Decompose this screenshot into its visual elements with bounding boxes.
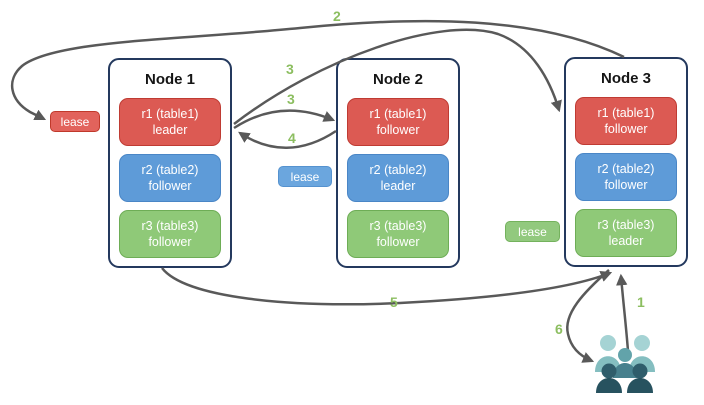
- step-label-4: 4: [288, 130, 296, 146]
- node-2-title: Node 2: [372, 71, 423, 88]
- arrow-step-6-node3-to-users: [566, 269, 610, 363]
- step-label-2: 2: [333, 8, 341, 24]
- replica-name: r2 (table2): [141, 162, 199, 177]
- lease-badge-r1: lease: [50, 111, 100, 132]
- node-2-replica-r3: r3 (table3) follower: [347, 210, 449, 258]
- replica-role: leader: [380, 179, 416, 193]
- lease-badge-r3: lease: [505, 221, 560, 242]
- arrow-step-2-node3-to-lease1: [10, 19, 625, 121]
- node-3: Node 3 r1 (table1) follower r2 (table2) …: [564, 57, 688, 267]
- replica-name: r3 (table3): [141, 218, 199, 233]
- replica-role: follower: [604, 178, 648, 192]
- arrow-step-5-node1-to-node3: [161, 267, 613, 306]
- replica-name: r1 (table1): [597, 105, 655, 120]
- step-label-6: 6: [555, 321, 563, 337]
- replica-role: follower: [148, 235, 192, 249]
- replica-role: leader: [608, 234, 644, 248]
- users-icon: [595, 335, 655, 393]
- step-label-5: 5: [390, 294, 398, 310]
- replica-role: follower: [376, 235, 420, 249]
- step-label-3a: 3: [286, 61, 294, 77]
- replica-name: r1 (table1): [141, 106, 199, 121]
- arrow-step-3-node1-to-node2: [233, 109, 336, 130]
- node-3-replica-r3: r3 (table3) leader: [575, 209, 677, 257]
- node-1-title: Node 1: [144, 71, 195, 88]
- node-3-replica-r2: r2 (table2) follower: [575, 153, 677, 201]
- replica-role: follower: [604, 122, 648, 136]
- node-2-replica-r1: r1 (table1) follower: [347, 98, 449, 146]
- node-2: Node 2 r1 (table1) follower r2 (table2) …: [336, 58, 460, 268]
- node-2-replica-r2: r2 (table2) leader: [347, 154, 449, 202]
- node-1-replica-r1: r1 (table1) leader: [119, 98, 221, 146]
- replica-name: r2 (table2): [369, 162, 427, 177]
- node-1-replica-r3: r3 (table3) follower: [119, 210, 221, 258]
- replica-role: leader: [152, 123, 188, 137]
- replica-role: follower: [148, 179, 192, 193]
- replica-name: r1 (table1): [369, 106, 427, 121]
- replica-name: r2 (table2): [597, 161, 655, 176]
- node-3-replica-r1: r1 (table1) follower: [575, 97, 677, 145]
- node-1-replica-r2: r2 (table2) follower: [119, 154, 221, 202]
- node-3-title: Node 3: [600, 70, 651, 87]
- step-label-1: 1: [637, 294, 645, 310]
- arrow-step-1-users-to-node3: [616, 273, 630, 352]
- replica-role: follower: [376, 123, 420, 137]
- node-1: Node 1 r1 (table1) leader r2 (table2) fo…: [108, 58, 232, 268]
- replica-name: r3 (table3): [369, 218, 427, 233]
- replica-name: r3 (table3): [597, 217, 655, 232]
- step-label-3b: 3: [287, 91, 295, 107]
- lease-badge-r2: lease: [278, 166, 332, 187]
